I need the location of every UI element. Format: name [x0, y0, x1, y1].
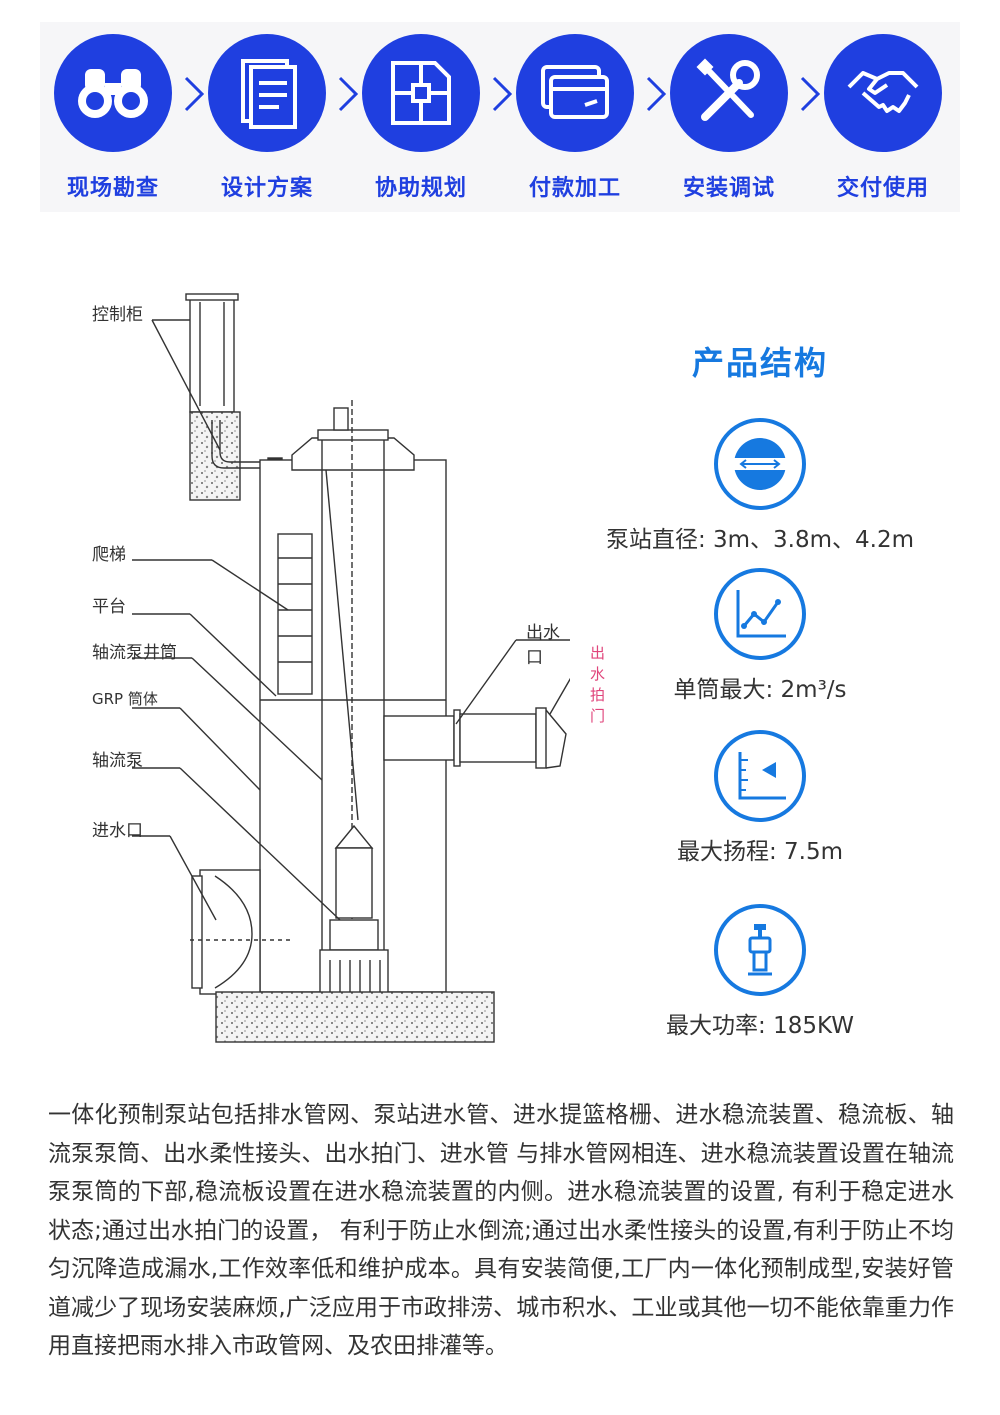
process-step-planning: 协助规划 — [356, 34, 486, 202]
process-step-delivery: 交付使用 — [818, 34, 948, 202]
callout-axial-pump: 轴流泵 — [92, 751, 143, 771]
spec-text: 最大功率: 185KW — [666, 1013, 854, 1039]
binoculars-icon — [78, 69, 148, 118]
diameter-icon — [734, 438, 786, 490]
handshake-icon — [847, 71, 919, 113]
process-flow: 现场勘查 设计方案 协助规划 — [40, 22, 960, 212]
chevron-right-icon — [492, 76, 513, 112]
spec-diameter: 泵站直径: 3m、3.8m、4.2m — [600, 418, 920, 554]
product-description: 一体化预制泵站包括排水管网、泵站进水管、进水提篮格栅、进水稳流装置、稳流板、轴流… — [48, 1102, 954, 1359]
process-step-label: 付款加工 — [528, 176, 621, 201]
callout-platform: 平台 — [92, 597, 126, 617]
spec-text: 最大扬程: 7.5m — [676, 839, 844, 865]
callout-control-cabinet: 控制柜 — [92, 305, 143, 325]
process-step-label: 安装调试 — [682, 176, 775, 201]
pump-station-diagram: 控制柜 爬梯 平台 轴流泵井筒 GRP 筒体 轴流泵 进水口 出水口 出水拍门 — [40, 280, 605, 1070]
credit-card-icon — [541, 65, 609, 119]
process-step-label: 现场勘查 — [66, 176, 159, 201]
callout-ladder: 爬梯 — [92, 545, 126, 565]
spec-text: 单筒最大: 2m³/s — [673, 677, 847, 703]
spec-head: 最大扬程: 7.5m — [600, 730, 920, 866]
spec-text: 泵站直径: 3m、3.8m、4.2m — [605, 527, 915, 553]
head-level-icon — [738, 752, 786, 800]
flow-chart-icon — [736, 590, 786, 638]
process-step-payment: 付款加工 — [510, 34, 640, 202]
process-step-label: 交付使用 — [836, 176, 929, 201]
chevron-right-icon — [184, 76, 205, 112]
callout-inlet: 进水口 — [92, 821, 143, 841]
process-step-design: 设计方案 — [202, 34, 332, 202]
process-step-survey: 现场勘查 — [48, 34, 178, 202]
chevron-right-icon — [338, 76, 359, 112]
pump-station-drawing — [132, 293, 581, 1043]
wrench-screwdriver-icon — [696, 58, 760, 121]
process-step-install: 安装调试 — [664, 34, 794, 202]
process-step-label: 协助规划 — [374, 176, 467, 201]
callout-outlet: 出水口 — [526, 623, 560, 668]
chevron-right-icon — [800, 76, 821, 112]
document-icon — [241, 59, 297, 129]
callout-pump-well: 轴流泵井筒 — [92, 643, 177, 663]
spec-section-title: 产品结构 — [691, 344, 828, 382]
callout-flap-valve: 出水拍门 — [590, 644, 606, 725]
chevron-right-icon — [646, 76, 667, 112]
spec-flow: 单筒最大: 2m³/s — [600, 568, 920, 704]
floorplan-icon — [391, 61, 451, 125]
process-step-label: 设计方案 — [220, 176, 313, 201]
spec-power: 最大功率: 185KW — [600, 904, 920, 1040]
pump-icon — [748, 924, 772, 976]
callout-grp-body: GRP 筒体 — [92, 690, 158, 708]
